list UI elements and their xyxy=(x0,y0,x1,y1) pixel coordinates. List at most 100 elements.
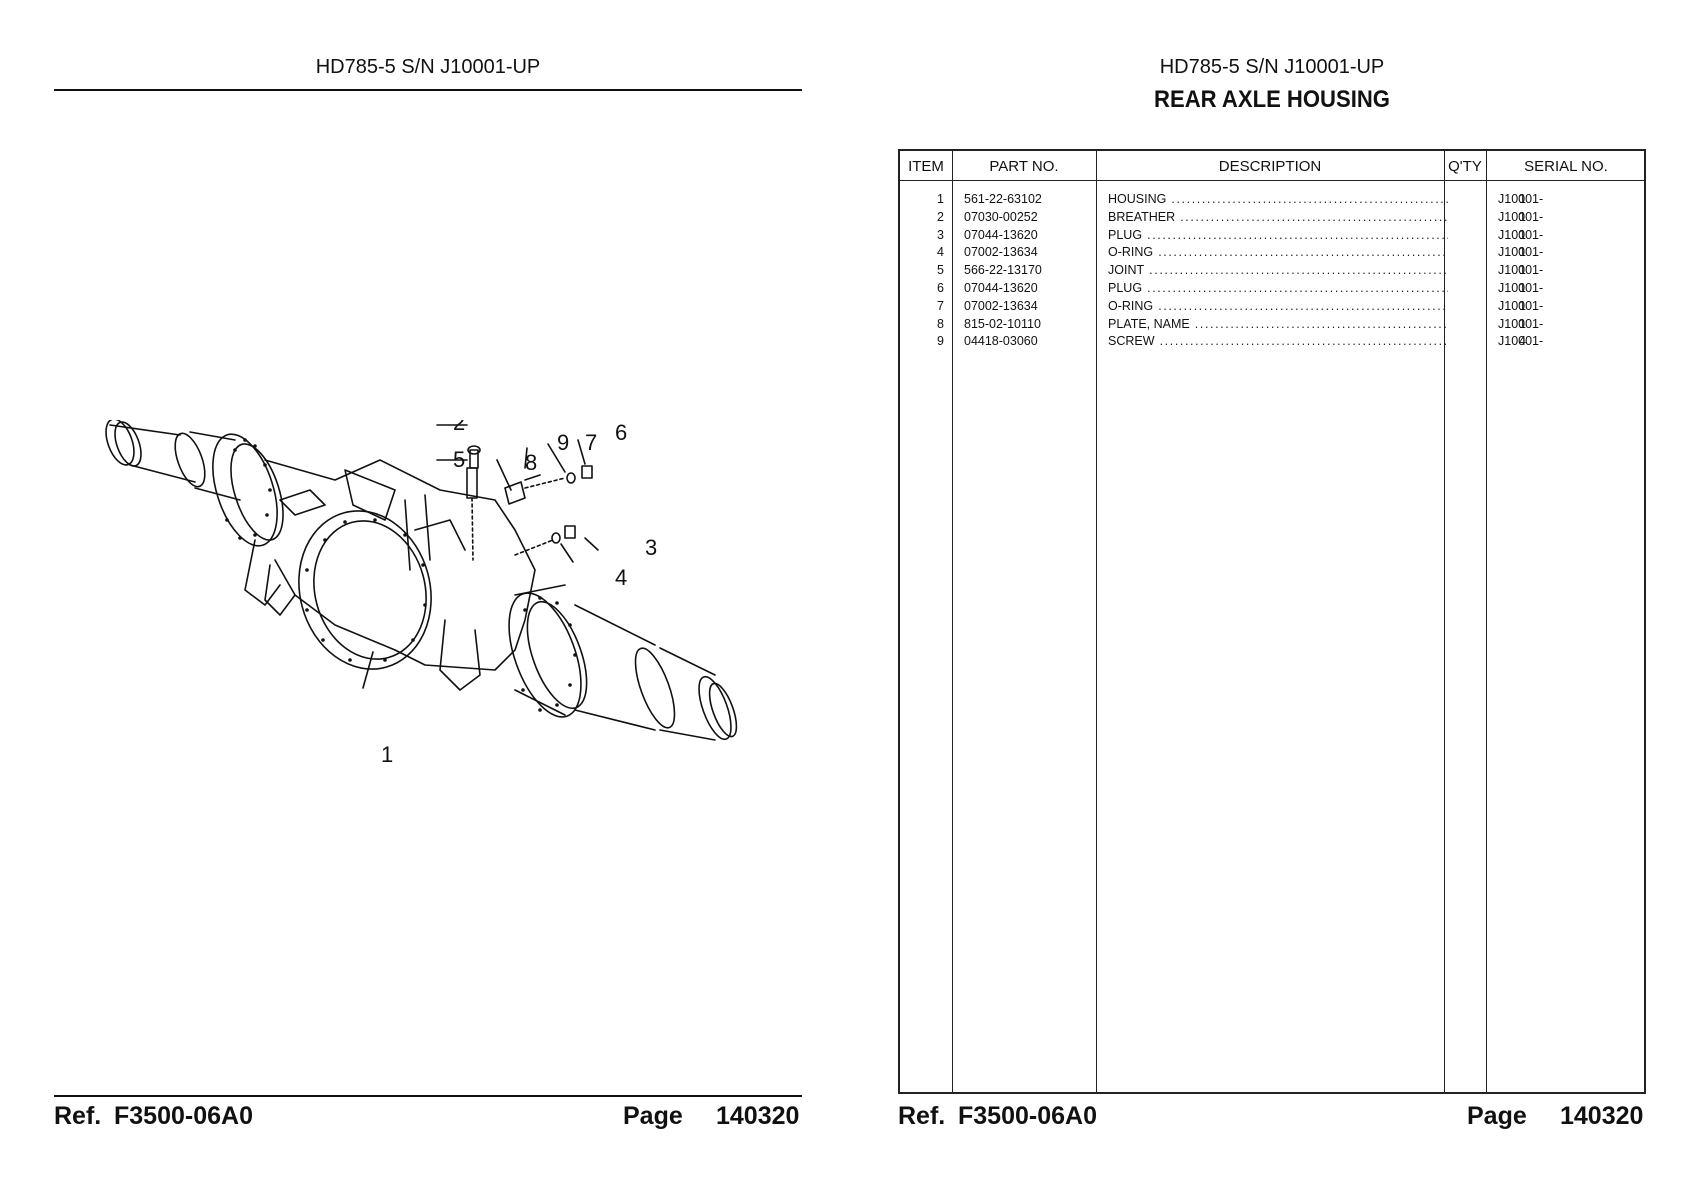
item-number: 4 xyxy=(937,245,944,260)
table-row: 3 07044-13620 PLUG .....................… xyxy=(900,227,1644,245)
left-page-number: 140320 xyxy=(716,1102,800,1130)
part-number: 07002-13634 xyxy=(964,298,1038,313)
item-number: 8 xyxy=(937,316,944,331)
col-divider xyxy=(1486,151,1487,1092)
table-row: 9 04418-03060 SCREW ....................… xyxy=(900,333,1644,351)
table-row: 1 561-22-63102 HOUSING .................… xyxy=(900,191,1644,209)
col-divider xyxy=(1096,151,1097,1092)
header-item: ITEM xyxy=(908,158,944,175)
item-number: 7 xyxy=(937,298,944,313)
left-model-header: HD785-5 S/N J10001-UP xyxy=(315,56,541,78)
parts-table: ITEM PART NO. DESCRIPTION Q'TY SERIAL NO… xyxy=(898,149,1646,1094)
right-page-number: 140320 xyxy=(1560,1102,1644,1130)
part-number: 07044-13620 xyxy=(964,280,1038,295)
description: PLATE, NAME ............................… xyxy=(1108,316,1448,331)
left-flange xyxy=(212,433,278,547)
callout-8: 8 xyxy=(525,450,537,475)
quantity: 1 xyxy=(1519,192,1526,206)
left-page-label: Page xyxy=(623,1102,683,1130)
serial-number: J10001- xyxy=(1498,316,1544,331)
col-divider xyxy=(952,151,953,1092)
table-row: 2 07030-00252 BREATHER .................… xyxy=(900,209,1644,227)
right-ref-label: Ref. xyxy=(898,1102,946,1130)
header-part-no: PART NO. xyxy=(989,158,1059,175)
left-spindle-end xyxy=(105,420,135,466)
part-number: 04418-03060 xyxy=(964,334,1038,349)
part-number: 561-22-63102 xyxy=(964,192,1042,206)
callout-5: 5 xyxy=(453,447,465,472)
description: SCREW ..................................… xyxy=(1108,334,1448,349)
left-header-rule xyxy=(54,89,802,91)
page-title: REAR AXLE HOUSING xyxy=(1154,86,1390,113)
description-text: JOINT xyxy=(1108,263,1145,278)
part-number: 07044-13620 xyxy=(964,227,1038,242)
serial-number: J10001- xyxy=(1498,298,1544,313)
housing-body xyxy=(264,459,536,671)
description-text: PLATE, NAME xyxy=(1108,316,1190,331)
left-ref-label: Ref. xyxy=(54,1102,102,1130)
rear-axle-housing-diagram: 1 2 3 4 5 6 7 8 9 xyxy=(105,420,738,767)
callout-2: 2 xyxy=(453,420,465,435)
item-number: 3 xyxy=(937,227,944,242)
callout-6: 6 xyxy=(615,420,627,445)
table-row: 6 07044-13620 PLUG .....................… xyxy=(900,280,1644,298)
left-ref-code: F3500-06A0 xyxy=(114,1102,253,1130)
item-number: 9 xyxy=(937,334,944,349)
serial-number: J10001- xyxy=(1498,245,1544,260)
description-text: O-RING xyxy=(1108,245,1154,260)
description-text: SCREW xyxy=(1108,334,1155,349)
part-number: 815-02-10110 xyxy=(964,316,1041,331)
differential-opening xyxy=(298,510,432,670)
item-number: 1 xyxy=(937,192,944,206)
quantity: 1 xyxy=(1519,209,1526,224)
item-number: 5 xyxy=(937,263,944,278)
header-description: DESCRIPTION xyxy=(1218,158,1322,175)
item-number: 6 xyxy=(937,280,944,295)
callout-9: 9 xyxy=(557,430,569,455)
table-body: 1 561-22-63102 HOUSING .................… xyxy=(900,191,1644,351)
serial-number: J10001- xyxy=(1498,334,1544,349)
description: O-RING .................................… xyxy=(1108,298,1448,313)
quantity: 1 xyxy=(1519,227,1526,242)
description-text: HOUSING xyxy=(1108,192,1167,206)
quantity: 4 xyxy=(1519,334,1526,349)
callout-4: 4 xyxy=(615,565,627,590)
part-number: 566-22-13170 xyxy=(964,263,1042,278)
table-row: 7 07002-13634 O-RING ...................… xyxy=(900,298,1644,316)
table-row: 5 566-22-13170 JOINT ...................… xyxy=(900,262,1644,280)
description-text: PLUG xyxy=(1108,227,1143,242)
part-number: 07002-13634 xyxy=(964,245,1038,260)
description: JOINT ..................................… xyxy=(1108,263,1448,278)
quantity: 1 xyxy=(1519,280,1526,295)
callout-7: 7 xyxy=(585,430,597,455)
right-page-label: Page xyxy=(1467,1102,1527,1130)
part-number: 07030-00252 xyxy=(964,209,1038,224)
item-number: 2 xyxy=(937,209,944,224)
header-qty: Q'TY xyxy=(1448,158,1482,175)
quantity: 1 xyxy=(1519,245,1526,260)
quantity: 1 xyxy=(1519,263,1526,278)
callout-3: 3 xyxy=(645,535,657,560)
table-row: 4 07002-13634 O-RING ...................… xyxy=(900,244,1644,262)
description: O-RING .................................… xyxy=(1108,245,1448,260)
description: BREATHER ...............................… xyxy=(1108,209,1448,224)
serial-number: J10001- xyxy=(1498,209,1544,224)
right-model-header: HD785-5 S/N J10001-UP xyxy=(1159,56,1385,78)
quantity: 1 xyxy=(1519,298,1526,313)
description-text: PLUG xyxy=(1108,280,1143,295)
header-serial-no: SERIAL NO. xyxy=(1524,158,1608,175)
quantity: 1 xyxy=(1519,316,1526,331)
table-row: 8 815-02-10110 PLATE, NAME .............… xyxy=(900,316,1644,334)
description: PLUG ...................................… xyxy=(1108,280,1448,295)
col-divider xyxy=(1444,151,1445,1092)
left-footer-rule xyxy=(54,1095,802,1097)
right-spindle-end xyxy=(698,675,732,741)
right-ref-code: F3500-06A0 xyxy=(958,1102,1097,1130)
callout-1: 1 xyxy=(381,742,393,767)
serial-number: J10001- xyxy=(1498,280,1544,295)
description-text: BREATHER xyxy=(1108,209,1176,224)
serial-number: J10001- xyxy=(1498,227,1544,242)
serial-number: J10001- xyxy=(1498,192,1544,206)
description-text: O-RING xyxy=(1108,298,1154,313)
description: HOUSING ................................… xyxy=(1108,192,1448,206)
